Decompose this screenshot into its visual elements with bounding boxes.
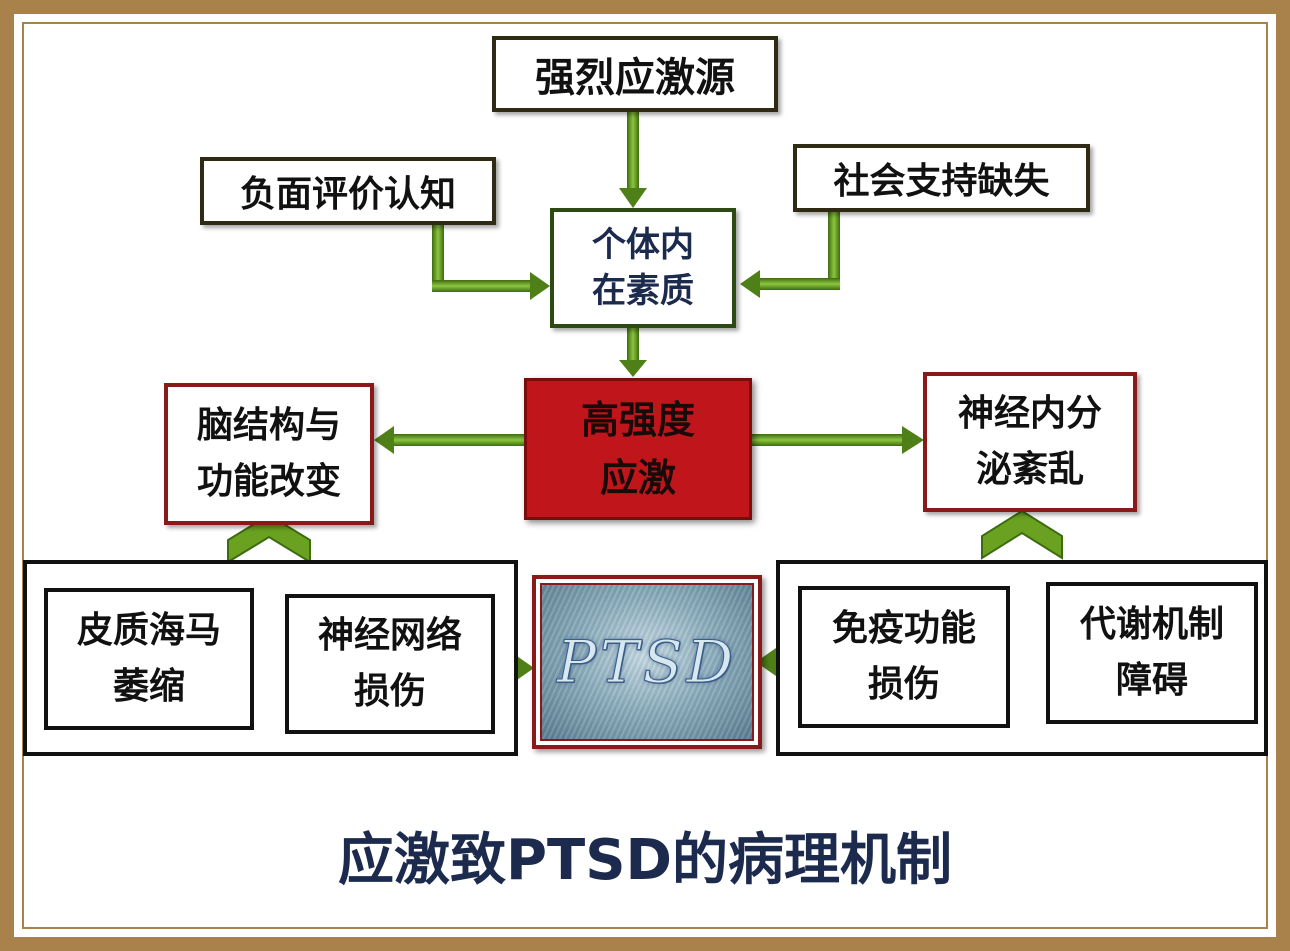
cortex-hippocampus-line2: 萎缩 — [112, 666, 185, 707]
diagram-title: 应激致PTSD的病理机制 — [337, 828, 953, 893]
inner-frame — [22, 22, 1268, 929]
brain-change-line2: 功能改变 — [196, 461, 341, 502]
neuroendocrine-line1: 神经内分 — [957, 393, 1102, 434]
brain-change-line1: 脑结构与 — [196, 405, 341, 446]
neural-network-box: 神经网络 损伤 — [285, 594, 495, 734]
high-stress-line1: 高强度 — [580, 398, 695, 442]
social-support-label: 社会支持缺失 — [833, 161, 1050, 202]
immune-line2: 损伤 — [867, 664, 940, 705]
metabolism-box: 代谢机制 障碍 — [1046, 582, 1258, 724]
immune-box: 免疫功能 损伤 — [798, 586, 1010, 728]
individual-trait-box: 个体内 在素质 — [550, 208, 736, 328]
metabolism-line1: 代谢机制 — [1079, 604, 1224, 645]
ptsd-frosted-glass-image: PTSD — [540, 583, 754, 741]
individual-trait-line1: 个体内 — [592, 225, 694, 265]
ptsd-handwritten-text: PTSD — [557, 628, 737, 697]
negative-cognition-label: 负面评价认知 — [239, 174, 456, 215]
metabolism-line2: 障碍 — [1115, 660, 1188, 701]
high-stress-box: 高强度 应激 — [524, 378, 752, 520]
ptsd-image-frame: PTSD — [532, 575, 762, 749]
cortex-hippocampus-box: 皮质海马 萎缩 — [44, 588, 254, 730]
neuroendocrine-box: 神经内分 泌紊乱 — [923, 372, 1137, 512]
arrow-source-to-center — [619, 110, 647, 208]
neural-network-line1: 神经网络 — [317, 615, 462, 656]
arrow-core-to-right-outcome — [752, 426, 924, 454]
cortex-hippocampus-line1: 皮质海马 — [76, 610, 221, 651]
chevron-right-group-up — [981, 509, 1063, 560]
negative-cognition-box: 负面评价认知 — [200, 157, 496, 225]
neuroendocrine-line2: 泌紊乱 — [975, 449, 1084, 490]
stressor-box: 强烈应激源 — [492, 36, 778, 112]
brain-change-box: 脑结构与 功能改变 — [164, 383, 374, 525]
neural-network-line2: 损伤 — [353, 671, 426, 712]
arrow-right-factor-to-center — [740, 210, 840, 298]
arrow-center-to-core — [619, 326, 647, 377]
social-support-box: 社会支持缺失 — [793, 144, 1090, 212]
arrow-core-to-left-outcome — [374, 426, 526, 454]
stressor-label: 强烈应激源 — [535, 55, 735, 101]
high-stress-line2: 应激 — [599, 456, 676, 500]
immune-line1: 免疫功能 — [831, 608, 976, 649]
arrow-left-factor-to-center — [432, 220, 550, 300]
individual-trait-line2: 在素质 — [592, 271, 694, 311]
